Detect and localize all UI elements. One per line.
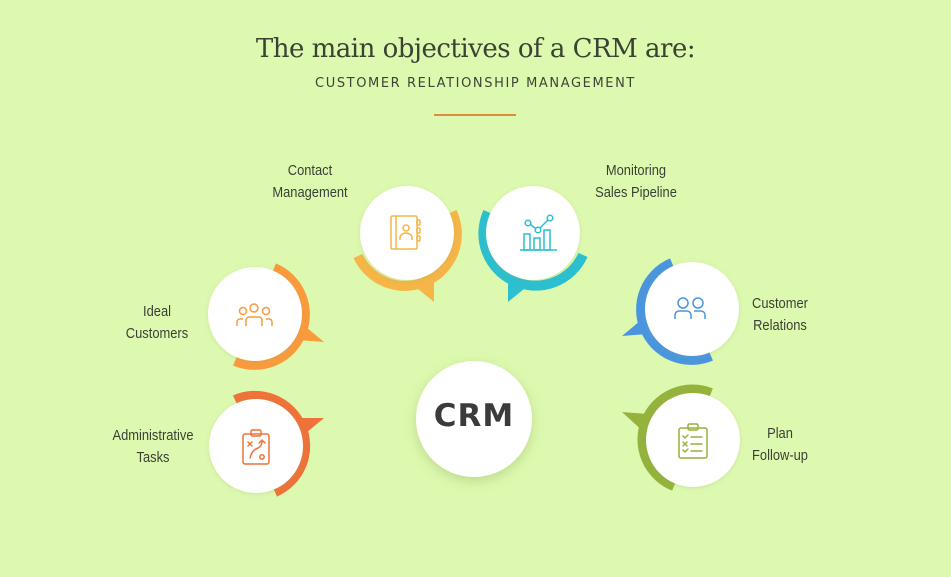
plan-follow-up-tail: [622, 412, 648, 434]
contact-tail: [412, 276, 434, 302]
node-monitoring-sales-pipeline: [478, 186, 588, 302]
bar-chart-trend-icon: [520, 214, 557, 251]
checklist-clipboard-icon: [678, 423, 708, 459]
group-users-icon: [236, 303, 273, 326]
label-customer-relations: Customer Relations: [752, 295, 808, 334]
label-monitoring-sales-pipeline: Monitoring Sales Pipeline: [595, 162, 677, 201]
crm-center-label: CRM: [433, 398, 515, 434]
page-title: The main objectives of a CRM are:: [255, 34, 696, 64]
title-divider: [434, 114, 516, 116]
label-administrative-tasks: Administrative Tasks: [112, 427, 194, 466]
address-book-icon: [390, 215, 421, 250]
administrative-tail: [298, 418, 324, 438]
customer-relations-tail: [622, 316, 648, 336]
monitoring-tail: [508, 276, 530, 302]
label-contact-management: Contact Management: [272, 162, 348, 201]
label-ideal-customers: Ideal Customers: [125, 303, 189, 342]
node-ideal-customers: [208, 263, 324, 370]
node-administrative-tasks: [209, 390, 324, 497]
page-subtitle: CUSTOMER RELATIONSHIP MANAGEMENT: [315, 76, 636, 91]
node-customer-relations: [622, 258, 739, 365]
two-users-icon: [674, 297, 706, 319]
strategy-clipboard-icon: [242, 429, 270, 465]
ideal-customers-tail: [298, 322, 324, 342]
crm-center-circle: [416, 361, 532, 477]
node-contact-management: [353, 186, 462, 302]
node-plan-follow-up: [622, 384, 740, 491]
label-plan-follow-up: Plan Follow-up: [752, 425, 808, 464]
